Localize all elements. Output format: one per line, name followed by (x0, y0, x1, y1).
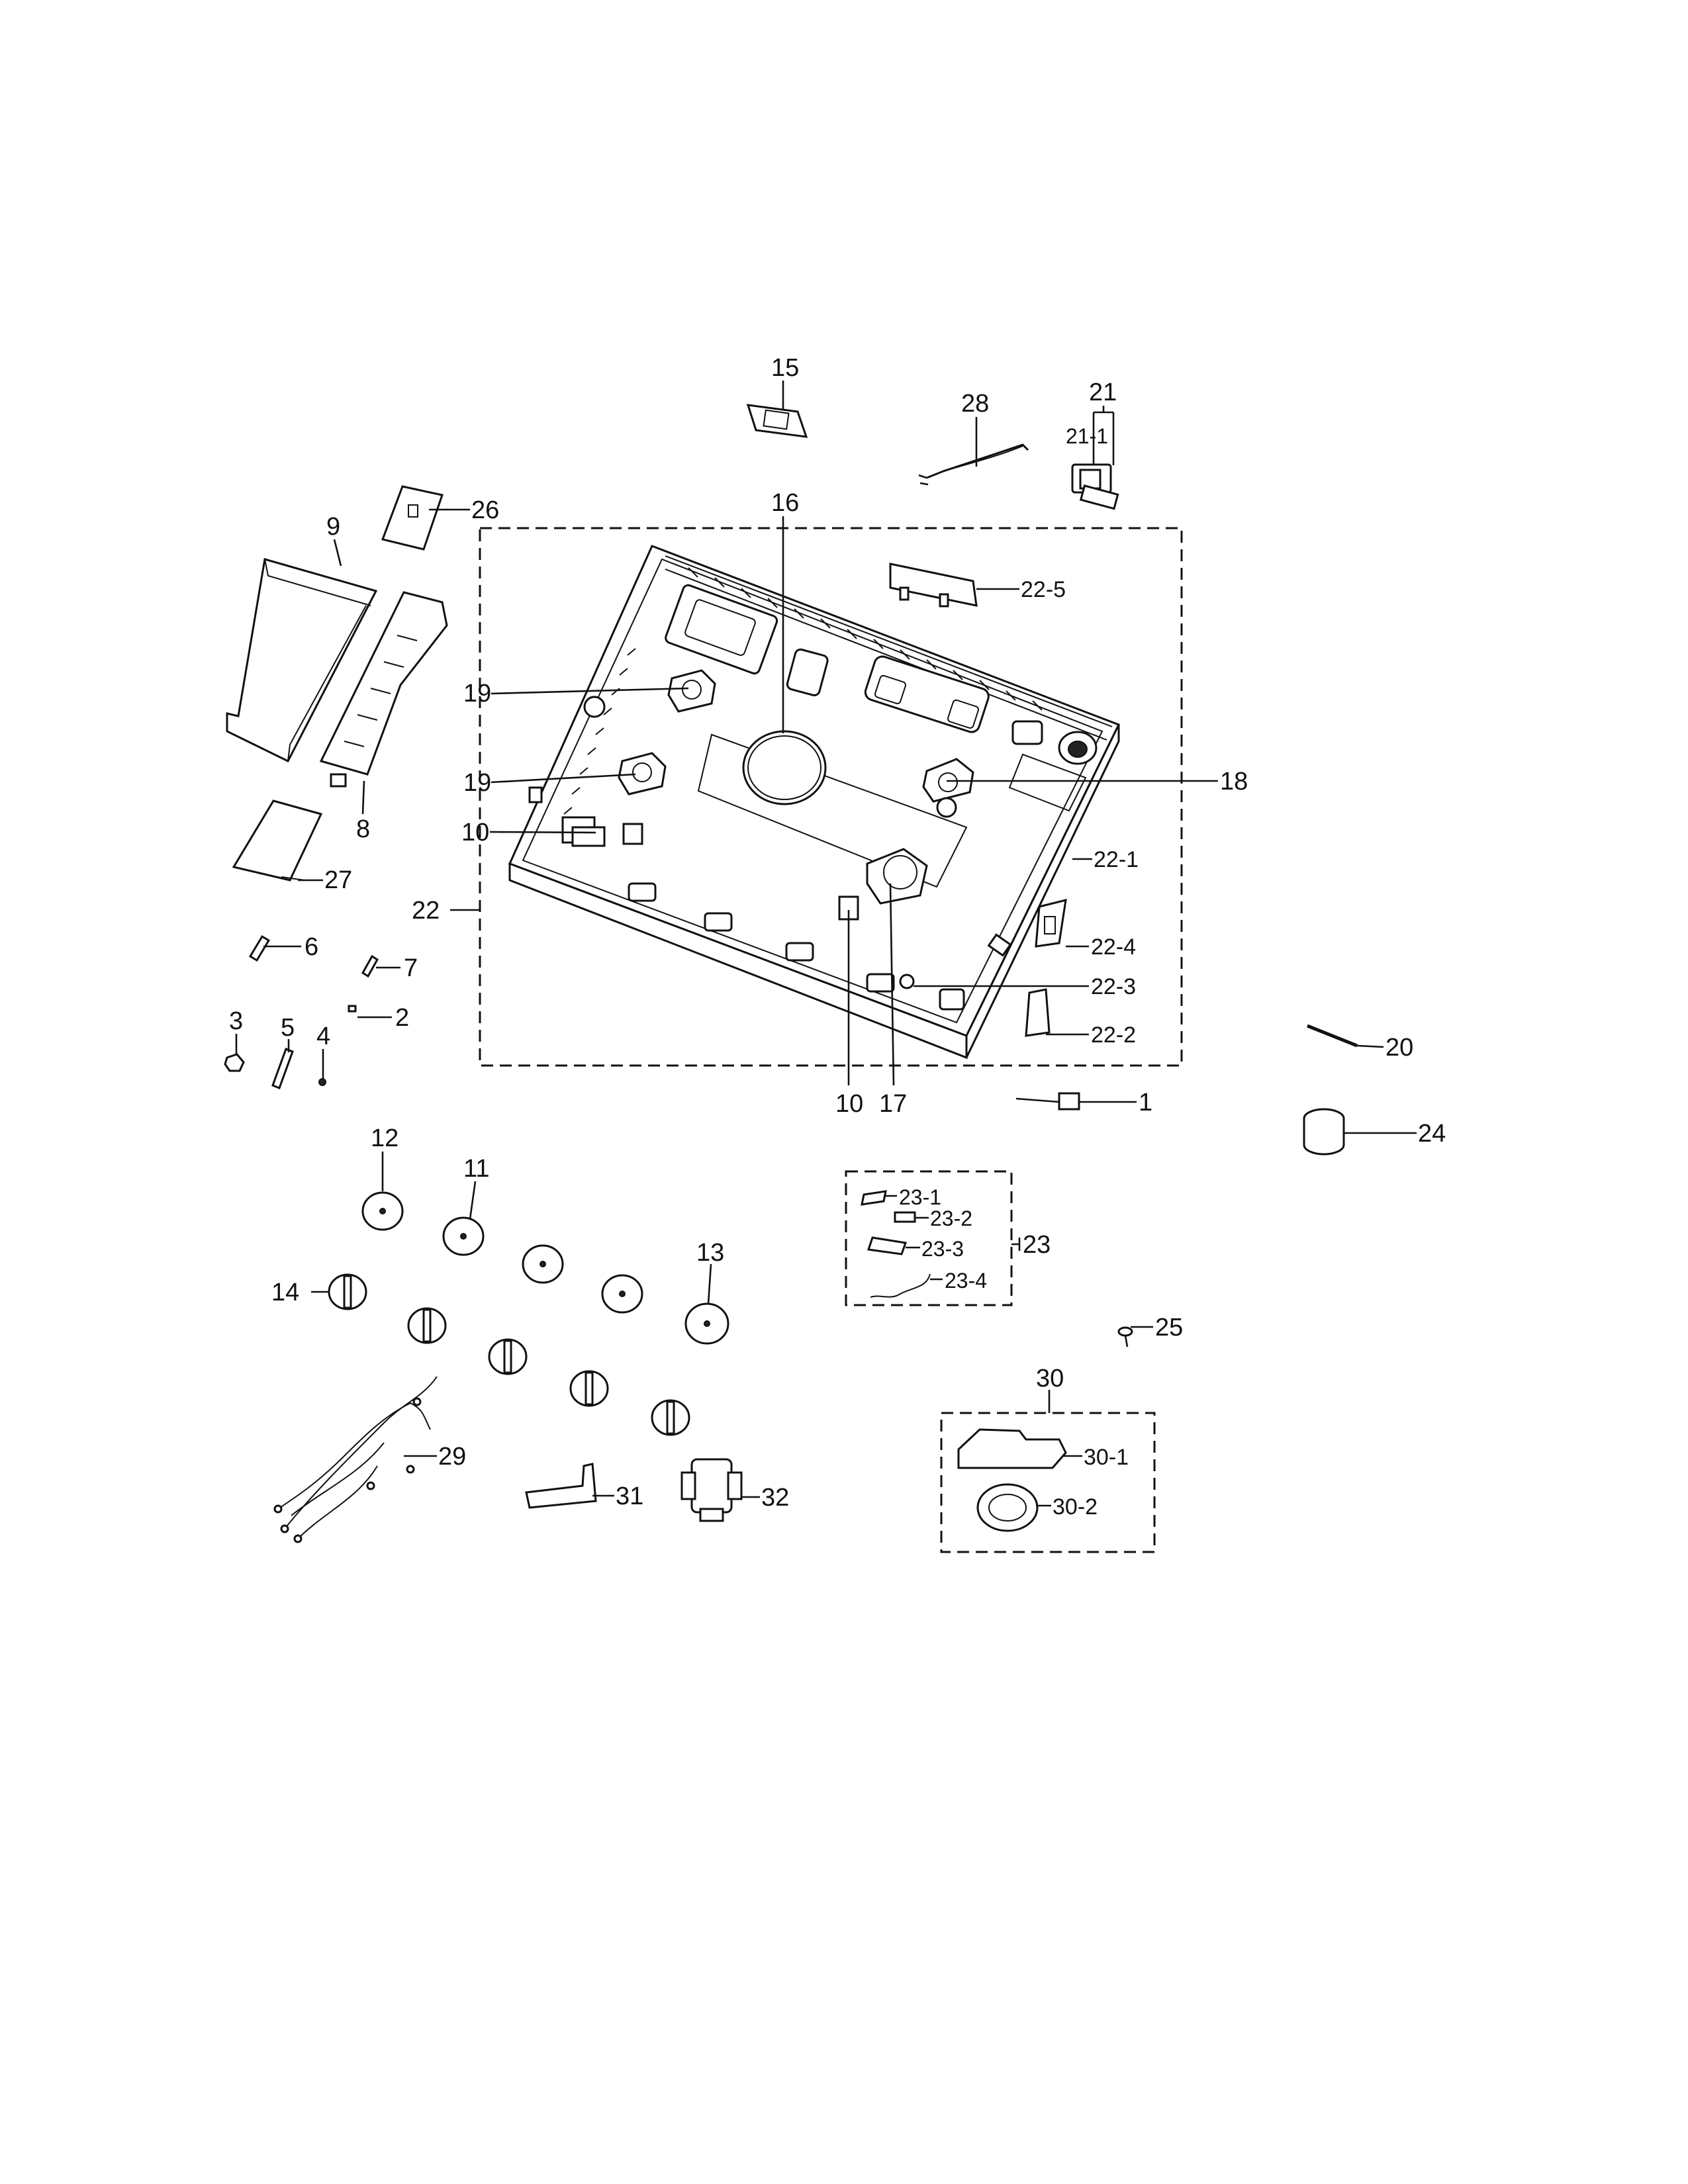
callout-5: 5 (281, 1014, 295, 1042)
part-2-clip (348, 1005, 357, 1013)
callout-4: 4 (316, 1023, 330, 1050)
callout-11: 11 (463, 1155, 489, 1183)
part-22-5-switch (889, 563, 978, 608)
knob-2 (407, 1307, 447, 1344)
part-7-probe (361, 954, 379, 978)
callout-22-1: 22-1 (1094, 847, 1139, 872)
callout-20: 20 (1385, 1034, 1413, 1062)
callout-32: 32 (761, 1484, 789, 1512)
burner-cap-3 (522, 1244, 564, 1284)
callout-23-2: 23-2 (930, 1206, 972, 1230)
callout-30-1: 30-1 (1084, 1445, 1129, 1470)
callout-27: 27 (324, 866, 352, 894)
part-12-burner-cap (361, 1191, 404, 1231)
callout-16: 16 (771, 489, 799, 517)
callout-28: 28 (961, 390, 989, 418)
callout-14: 14 (271, 1279, 299, 1306)
callout-19-b: 19 (463, 769, 491, 797)
part-3-nut (224, 1053, 245, 1072)
part-8-control-board (319, 591, 448, 788)
callout-23-3: 23-3 (921, 1237, 964, 1261)
callout-9: 9 (326, 513, 340, 541)
part-32-valve (680, 1458, 743, 1522)
part-6-thermostat (248, 934, 271, 962)
callout-22-2: 22-2 (1091, 1023, 1136, 1048)
leader-lines (235, 381, 1417, 1507)
callout-labels: 15 28 21 21-1 16 26 9 22-5 19 19 18 8 10… (229, 354, 1446, 1520)
callout-21-1: 21-1 (1066, 424, 1108, 448)
part-5-electrode (271, 1048, 294, 1089)
callout-22: 22 (412, 897, 440, 925)
callout-19-a: 19 (463, 680, 491, 707)
part-22-2-bracket (1025, 988, 1051, 1037)
callout-6: 6 (305, 933, 318, 961)
callout-7: 7 (404, 954, 418, 982)
callout-12: 12 (371, 1124, 399, 1152)
callout-18: 18 (1220, 768, 1248, 796)
callout-17: 17 (879, 1090, 907, 1118)
part-22-4-bracket (1035, 898, 1067, 948)
callout-22-5: 22-5 (1021, 577, 1066, 602)
callout-21: 21 (1089, 379, 1117, 406)
callout-30-2: 30-2 (1053, 1494, 1098, 1520)
callout-23-1: 23-1 (899, 1185, 941, 1209)
callout-26: 26 (471, 496, 499, 524)
part-25-screw (1117, 1326, 1133, 1347)
part-26-pcb (381, 485, 444, 551)
part-30-2-gasket (976, 1483, 1039, 1532)
callout-22-4: 22-4 (1091, 934, 1136, 960)
part-15-bracket (746, 404, 808, 438)
callout-2: 2 (395, 1004, 409, 1032)
callout-31: 31 (616, 1482, 643, 1510)
burner-cap-4 (601, 1274, 643, 1314)
callout-15: 15 (771, 354, 799, 382)
part-30-1-cover (957, 1428, 1067, 1469)
part-31-bracket (525, 1463, 597, 1509)
callout-23-4: 23-4 (945, 1269, 987, 1293)
group-box-23 (845, 1170, 1013, 1306)
group-box-22 (479, 527, 1183, 1067)
part-23-4 (870, 1273, 931, 1298)
part-20-rod (1307, 1024, 1358, 1048)
callout-30: 30 (1036, 1365, 1064, 1392)
callout-24: 24 (1418, 1120, 1446, 1148)
callout-10-b: 10 (835, 1090, 863, 1118)
part-11-burner-cap (442, 1216, 485, 1256)
callout-22-3: 22-3 (1091, 974, 1136, 999)
part-9-cover (226, 558, 378, 762)
part-13-burner-cap (684, 1302, 729, 1345)
part-14-knob (328, 1273, 367, 1310)
part-23-1 (861, 1190, 887, 1206)
part-29-wire-harness (273, 1376, 438, 1543)
part-1-sensor (1015, 1092, 1080, 1111)
part-27-board (232, 799, 323, 882)
part-28-power-cord (918, 443, 1029, 486)
knob-5 (651, 1399, 690, 1436)
cooktop-frame (508, 545, 1121, 1060)
part-21-igniter-switch (1071, 463, 1119, 510)
callout-25: 25 (1155, 1314, 1183, 1342)
callout-10-a: 10 (461, 819, 489, 846)
part-24-cap (1303, 1108, 1345, 1156)
knob-3 (488, 1338, 528, 1375)
callout-23: 23 (1023, 1231, 1051, 1259)
part-23-3 (867, 1236, 908, 1255)
callout-29: 29 (438, 1443, 466, 1471)
part-23-2 (894, 1211, 916, 1223)
callout-13: 13 (696, 1239, 724, 1267)
group-box-30 (940, 1412, 1156, 1553)
callout-3: 3 (229, 1007, 243, 1035)
knob-4 (569, 1370, 609, 1407)
part-4-screw (318, 1078, 326, 1086)
callout-1: 1 (1139, 1089, 1152, 1116)
callout-8: 8 (356, 815, 370, 843)
